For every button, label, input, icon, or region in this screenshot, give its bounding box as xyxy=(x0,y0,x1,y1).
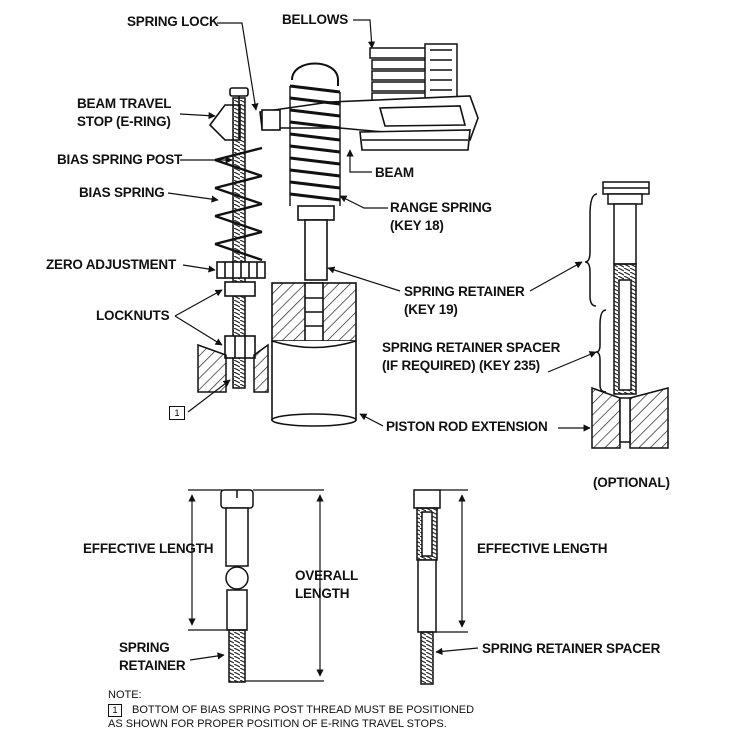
spacer-profile xyxy=(413,489,441,685)
dimension-lines-right xyxy=(436,489,468,633)
label-spring-retainer-1: SPRING RETAINER xyxy=(404,284,525,299)
piston-rod-extension xyxy=(271,282,357,427)
label-spring-retainer-spacer-2: (IF REQUIRED) (KEY 235) xyxy=(382,358,540,373)
label-beam-travel-1: BEAM TRAVEL xyxy=(77,96,172,111)
label-spring-retainer-bottom-2: RETAINER xyxy=(119,658,186,673)
dimension-lines-left xyxy=(188,489,324,682)
zero-adjustment-nut xyxy=(216,261,266,279)
label-beam-travel-2: STOP (E-RING) xyxy=(77,114,171,129)
spring-retainer-profile xyxy=(220,489,254,683)
callout-marker: 1 xyxy=(169,406,185,420)
label-bias-spring-post: BIAS SPRING POST xyxy=(57,152,183,167)
label-bias-spring: BIAS SPRING xyxy=(79,185,165,200)
label-spring-retainer-spacer-1: SPRING RETAINER SPACER xyxy=(382,340,561,355)
note-callout-marker: 1 xyxy=(108,704,122,717)
range-spring-retainer-top xyxy=(297,205,335,281)
bias-post-base xyxy=(197,343,269,393)
note-line-2: AS SHOWN FOR PROPER POSITION OF E-RING T… xyxy=(108,718,447,730)
label-spring-lock: SPRING LOCK xyxy=(127,14,219,29)
label-locknuts: LOCKNUTS xyxy=(96,308,170,323)
bellows xyxy=(369,43,458,103)
label-spring-retainer-spacer-bottom: SPRING RETAINER SPACER xyxy=(482,641,661,656)
label-overall-2: LENGTH xyxy=(295,586,350,601)
note-line-1: BOTTOM OF BIAS SPRING POST THREAD MUST B… xyxy=(132,704,475,716)
label-bellows: BELLOWS xyxy=(282,12,349,27)
bias-spring xyxy=(214,146,263,262)
range-spring-hook xyxy=(291,62,339,86)
range-spring xyxy=(289,84,341,206)
label-optional: (OPTIONAL) xyxy=(593,475,670,490)
label-overall-1: OVERALL xyxy=(295,568,359,583)
label-spring-retainer-bottom-1: SPRING xyxy=(119,640,170,655)
label-zero-adjustment: ZERO ADJUSTMENT xyxy=(46,257,177,272)
leader-lines xyxy=(167,19,597,661)
label-range-spring-2: (KEY 18) xyxy=(390,218,444,233)
label-range-spring-1: RANGE SPRING xyxy=(390,200,492,215)
locknuts xyxy=(224,281,256,359)
optional-detail xyxy=(591,181,669,449)
beam xyxy=(259,95,479,151)
label-spring-retainer-2: (KEY 19) xyxy=(404,302,458,317)
label-effective-length-right: EFFECTIVE LENGTH xyxy=(477,541,608,556)
note-heading: NOTE: xyxy=(108,689,142,701)
label-beam: BEAM xyxy=(375,165,414,180)
label-effective-length-left: EFFECTIVE LENGTH xyxy=(83,541,214,556)
optional-braces xyxy=(584,193,607,393)
label-piston-rod-extension: PISTON ROD EXTENSION xyxy=(386,419,548,434)
bias-spring-post xyxy=(232,97,246,389)
